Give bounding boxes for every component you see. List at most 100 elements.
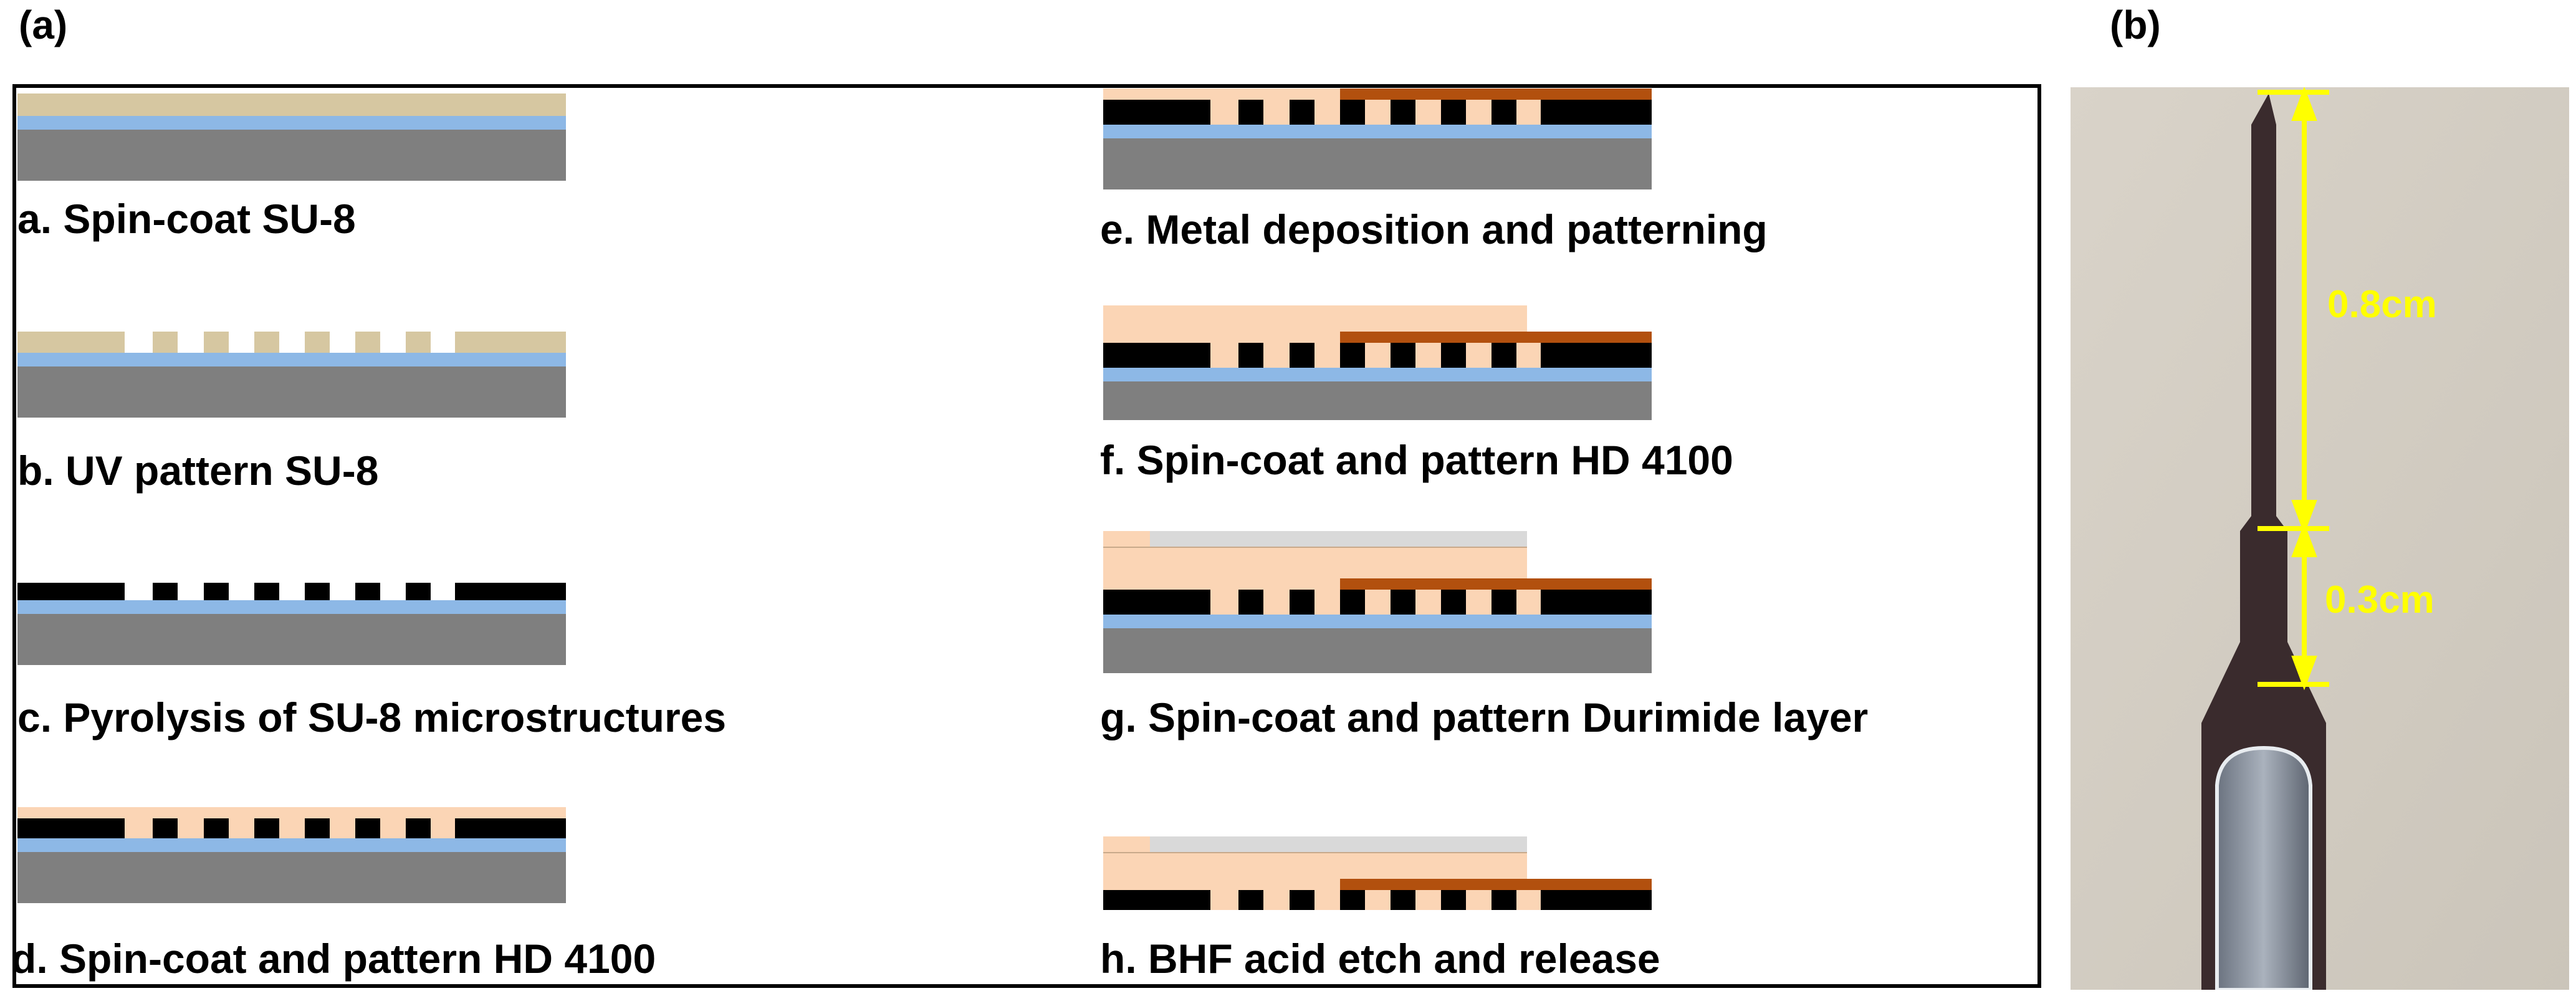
oxide-layer: [17, 353, 566, 366]
carbon-pillar: [1391, 590, 1415, 615]
step-label-h: h. BHF acid etch and release: [1100, 936, 1660, 982]
su8-pillar: [153, 332, 178, 353]
su8-pillar: [355, 332, 380, 353]
stack-h: [1103, 836, 1652, 910]
step-label-b: b. UV pattern SU-8: [17, 448, 379, 494]
oxide-layer: [17, 838, 566, 852]
panel-a-frame: [12, 84, 2041, 988]
arrowhead: [2291, 656, 2317, 691]
carbon-pillar: [1290, 100, 1314, 125]
stack-d: [17, 807, 566, 903]
carbon-pillar: [254, 583, 279, 600]
hd4100-top-layer: [1103, 305, 1527, 332]
carbon-pillar: [1391, 343, 1415, 368]
metal-layer: [1340, 879, 1652, 890]
arrowhead: [2291, 87, 2317, 121]
stack-f: [1103, 305, 1652, 420]
metal-layer: [1340, 332, 1652, 343]
carbon-pillar: [204, 583, 229, 600]
measure-label-0-8cm: 0.8cm: [2327, 283, 2437, 326]
step-label-f: f. Spin-coat and pattern HD 4100: [1100, 437, 1733, 483]
durimide-layer: [1150, 836, 1527, 853]
carbon-pillar: [406, 583, 431, 600]
carbon-pillar: [1238, 343, 1263, 368]
hd4100-top-layer: [1103, 547, 1527, 578]
hd4100-side-layer: [1103, 531, 1150, 547]
carbon-pillar: [1441, 890, 1466, 910]
probe-photo: 0.8cm 0.3cm: [2071, 87, 2569, 990]
stack-a: [17, 93, 566, 181]
substrate-layer: [1103, 628, 1652, 673]
holder-blade: [2215, 745, 2312, 990]
carbon-block: [1103, 343, 1210, 368]
carbon-block: [1541, 590, 1652, 615]
carbon-pillar: [1238, 100, 1263, 125]
carbon-pillar: [204, 818, 229, 838]
carbon-pillar: [305, 583, 330, 600]
carbon-pillar: [1491, 100, 1516, 125]
carbon-pillar: [1441, 343, 1466, 368]
carbon-block: [1103, 100, 1210, 125]
stack-c: [17, 583, 566, 665]
carbon-pillar: [1441, 590, 1466, 615]
carbon-block: [17, 818, 125, 838]
oxide-layer: [17, 116, 566, 130]
carbon-pillar: [1290, 343, 1314, 368]
carbon-pillar: [1491, 890, 1516, 910]
su8-block: [17, 332, 125, 353]
substrate-layer: [17, 614, 566, 665]
step-label-e: e. Metal deposition and patterning: [1100, 206, 1768, 252]
carbon-pillar: [1491, 343, 1516, 368]
substrate-layer: [17, 852, 566, 903]
substrate-layer: [17, 366, 566, 418]
carbon-pillar: [1340, 343, 1365, 368]
carbon-pillar: [153, 818, 178, 838]
substrate-layer: [17, 130, 566, 181]
carbon-pillar: [406, 818, 431, 838]
carbon-block: [1541, 100, 1652, 125]
su8-pillar: [254, 332, 279, 353]
panel-a-label: (a): [19, 2, 68, 47]
carbon-block: [455, 583, 566, 600]
arrowhead: [2291, 522, 2317, 557]
step-label-c: c. Pyrolysis of SU-8 microstructures: [17, 694, 727, 740]
su8-block: [455, 332, 566, 353]
probe-photo-svg: [2071, 87, 2569, 990]
panel-b-label: (b): [2110, 2, 2161, 47]
substrate-layer: [1103, 138, 1652, 189]
carbon-pillar: [355, 583, 380, 600]
stack-g: [1103, 531, 1652, 673]
step-label-d: d. Spin-coat and pattern HD 4100: [11, 936, 656, 982]
su8-pillar: [305, 332, 330, 353]
oxide-layer: [1103, 615, 1652, 628]
durimide-layer: [1150, 531, 1527, 547]
carbon-block: [1103, 590, 1210, 615]
carbon-pillar: [1290, 890, 1314, 910]
step-label-a: a. Spin-coat SU-8: [17, 196, 356, 242]
su8-layer: [17, 93, 566, 116]
carbon-pillar: [1391, 100, 1415, 125]
carbon-pillar: [1290, 590, 1314, 615]
carbon-pillar: [1491, 590, 1516, 615]
substrate-layer: [1103, 381, 1652, 420]
carbon-pillar: [1340, 100, 1365, 125]
carbon-pillar: [305, 818, 330, 838]
oxide-layer: [17, 600, 566, 614]
su8-pillar: [204, 332, 229, 353]
oxide-layer: [1103, 125, 1652, 138]
carbon-pillar: [254, 818, 279, 838]
carbon-pillar: [1238, 590, 1263, 615]
hd4100-side-layer: [1103, 836, 1150, 853]
carbon-pillar: [355, 818, 380, 838]
carbon-block: [1103, 890, 1210, 910]
carbon-pillar: [1340, 890, 1365, 910]
carbon-block: [1541, 343, 1652, 368]
arrowhead: [2291, 500, 2317, 535]
carbon-pillar: [1441, 100, 1466, 125]
metal-layer: [1340, 578, 1652, 590]
su8-pillar: [406, 332, 431, 353]
stack-e: [1103, 89, 1652, 189]
carbon-pillar: [1391, 890, 1415, 910]
measure-label-0-3cm: 0.3cm: [2325, 578, 2435, 621]
